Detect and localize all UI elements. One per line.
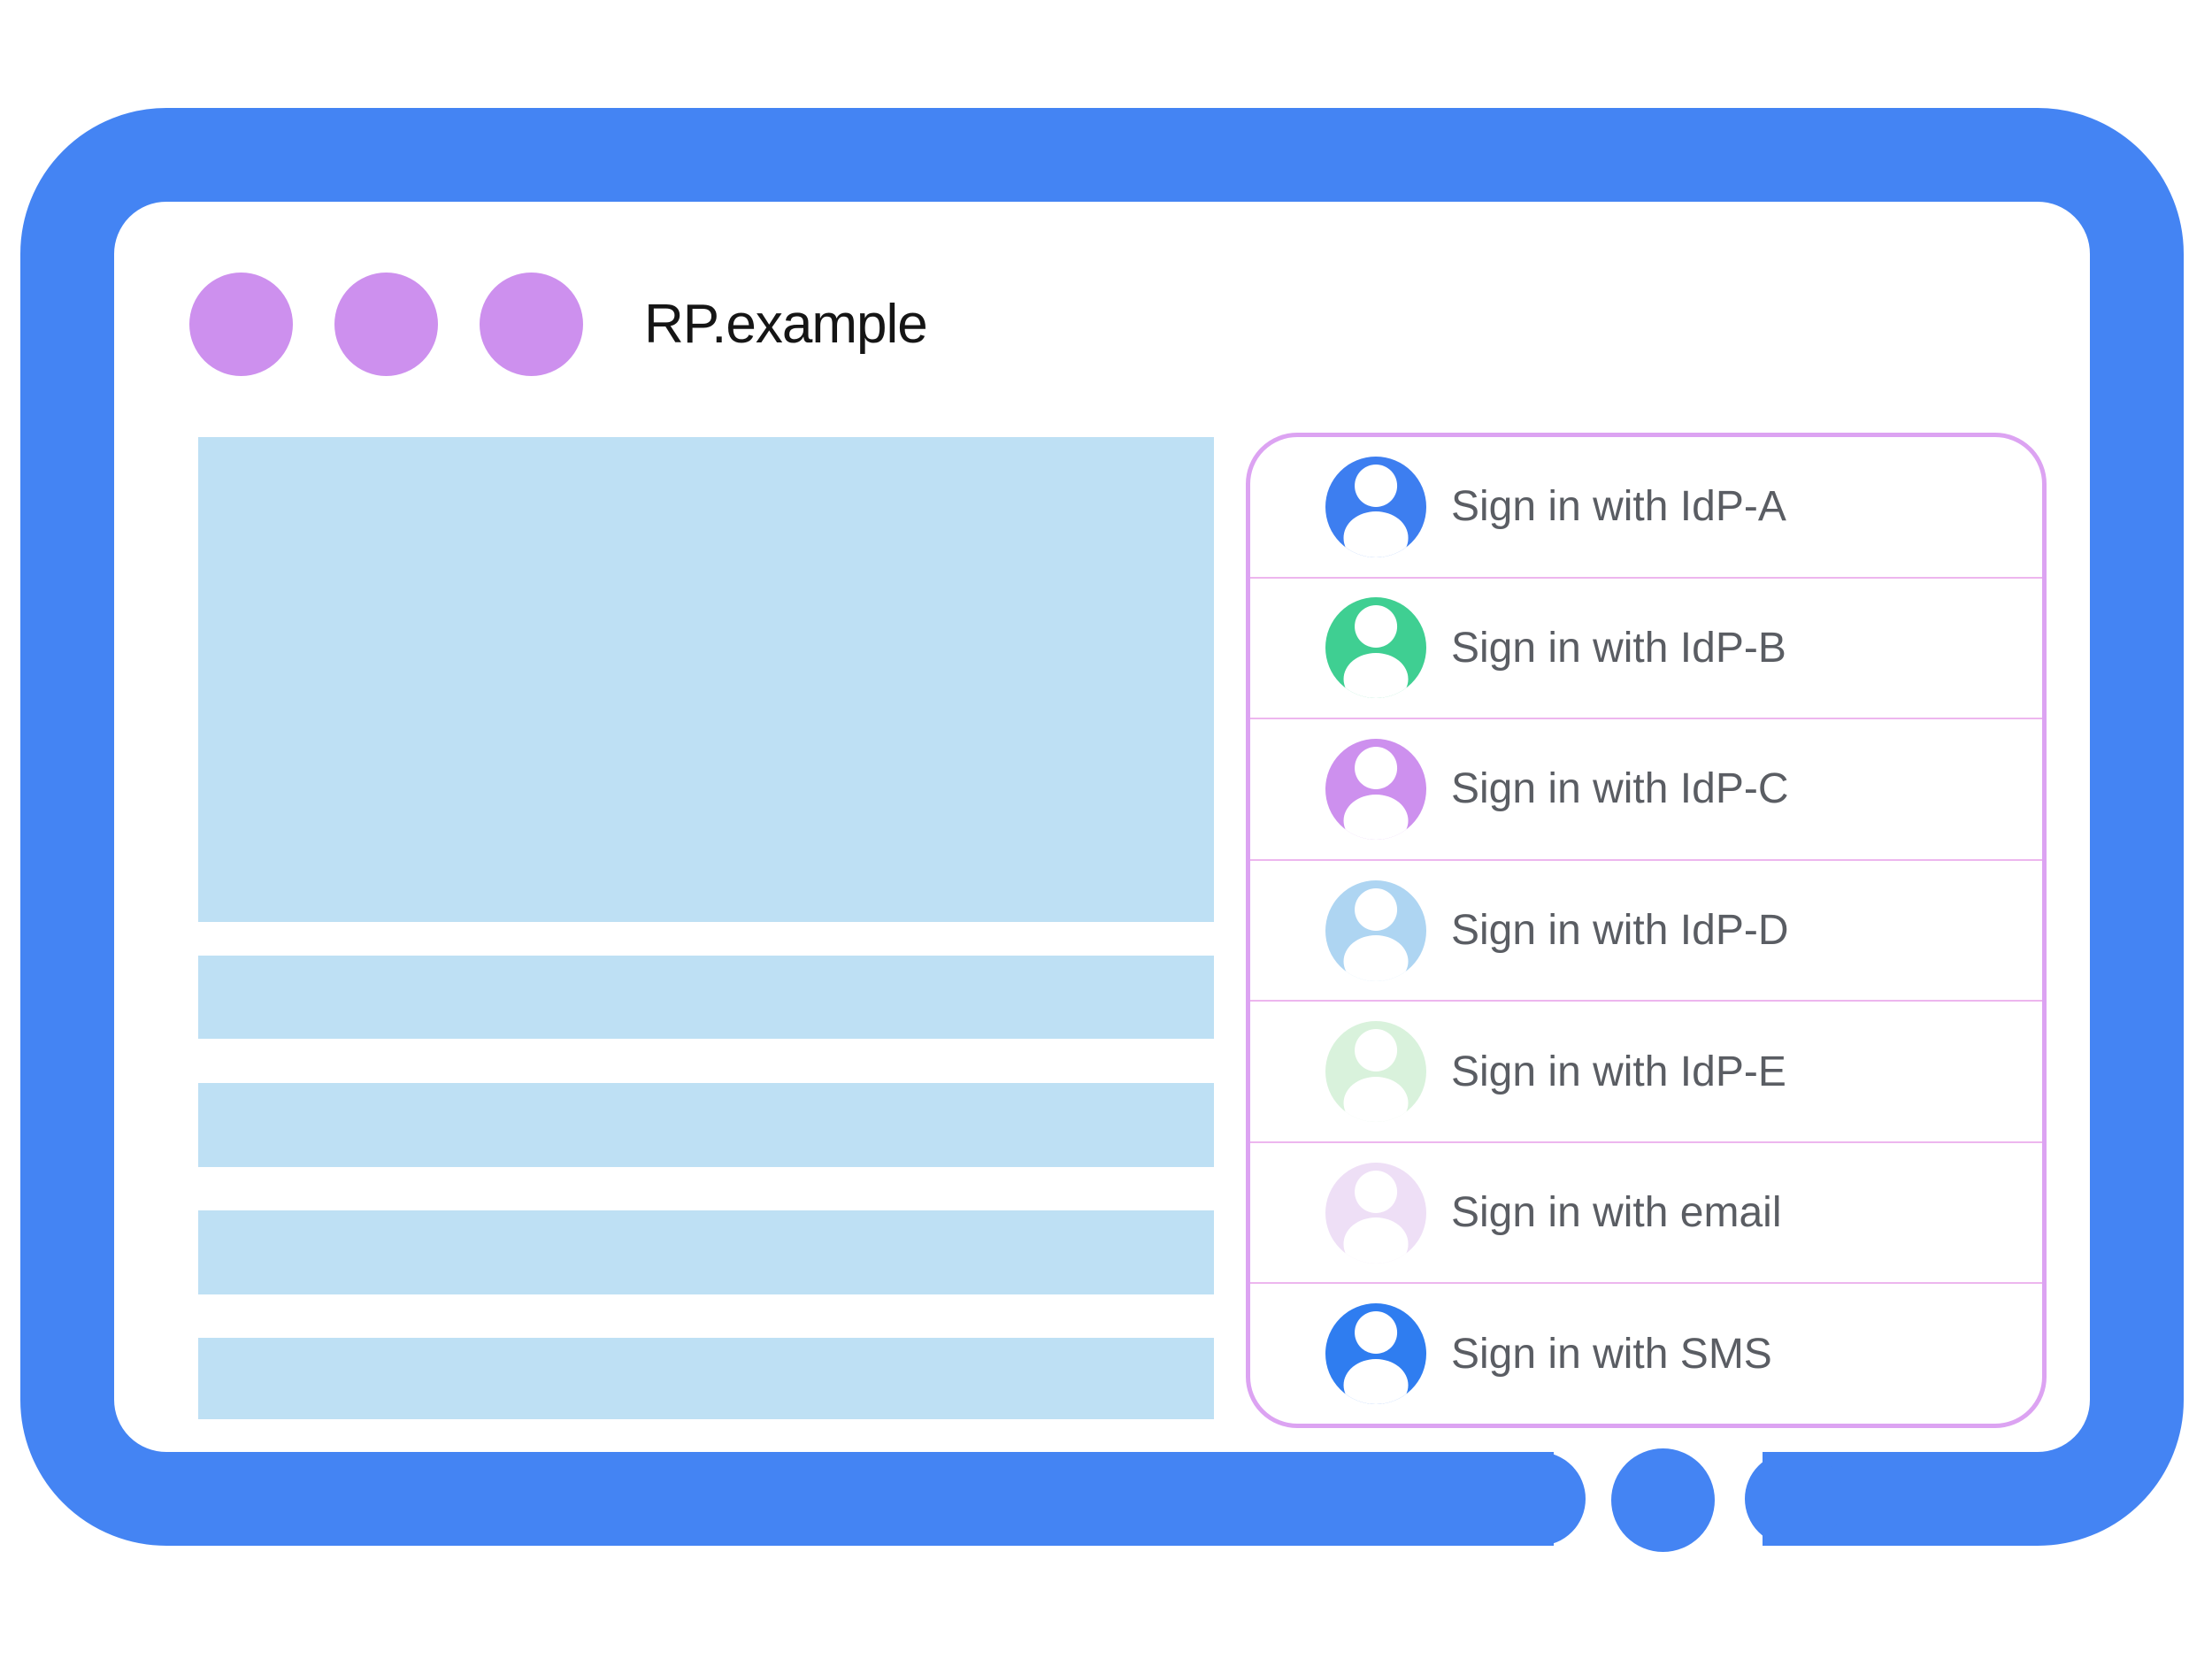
person-icon — [1325, 1303, 1426, 1405]
window-dot-icon — [480, 273, 583, 376]
frame-bottom-right-cap — [1745, 1452, 1844, 1546]
person-icon — [1325, 738, 1426, 840]
signin-option-row[interactable]: Sign in with IdP-A — [1250, 437, 2042, 577]
window-dot-icon — [189, 273, 293, 376]
window-controls — [189, 273, 583, 376]
signin-option-row[interactable]: Sign in with IdP-C — [1250, 718, 2042, 859]
signin-option-label: Sign in with IdP-D — [1451, 907, 1789, 955]
signin-chooser-panel: Sign in with IdP-A Sign in with IdP-B Si… — [1246, 433, 2047, 1428]
signin-option-row[interactable]: Sign in with IdP-D — [1250, 858, 2042, 1001]
content-placeholder-bar — [198, 1210, 1214, 1294]
person-icon — [1325, 597, 1426, 699]
signin-option-label: Sign in with email — [1451, 1189, 1782, 1237]
frame-bottom-left-cap — [1486, 1452, 1586, 1546]
signin-option-label: Sign in with IdP-E — [1451, 1048, 1786, 1095]
home-button-icon — [1611, 1448, 1715, 1552]
person-icon — [1325, 1021, 1426, 1123]
signin-option-label: Sign in with SMS — [1451, 1330, 1772, 1378]
signin-option-row[interactable]: Sign in with IdP-E — [1250, 1000, 2042, 1141]
signin-option-row[interactable]: Sign in with SMS — [1250, 1282, 2042, 1424]
content-placeholder-bar — [198, 1083, 1214, 1167]
signin-option-row[interactable]: Sign in with IdP-B — [1250, 576, 2042, 718]
person-icon — [1325, 1162, 1426, 1263]
signin-option-row[interactable]: Sign in with email — [1250, 1141, 2042, 1283]
person-icon — [1325, 879, 1426, 981]
signin-option-label: Sign in with IdP-C — [1451, 765, 1789, 813]
person-icon — [1325, 456, 1426, 557]
page-title: RP.example — [644, 294, 928, 355]
content-placeholder-bar — [198, 956, 1214, 1039]
signin-option-label: Sign in with IdP-A — [1451, 483, 1786, 531]
window-dot-icon — [334, 273, 438, 376]
content-placeholder-hero — [198, 437, 1214, 922]
signin-option-label: Sign in with IdP-B — [1451, 624, 1786, 672]
content-placeholder-bar — [198, 1338, 1214, 1419]
